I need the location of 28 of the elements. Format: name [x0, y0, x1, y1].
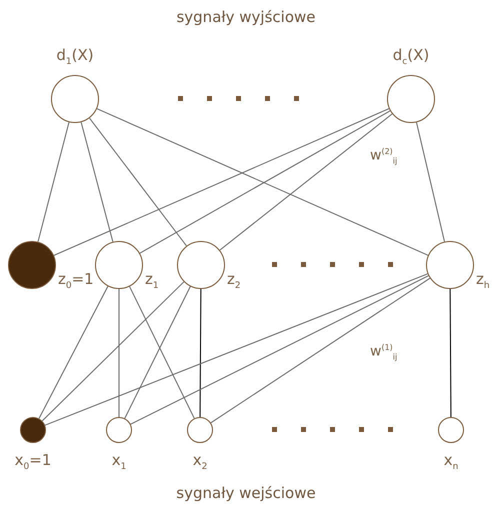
connection-line — [96, 108, 429, 256]
connection-line — [42, 281, 184, 422]
neuron-label: x$_{n}$ — [444, 453, 458, 472]
connection-line — [416, 122, 445, 242]
connection-line — [130, 275, 430, 425]
neuron-label: x$_{0}$=1 — [14, 453, 52, 472]
neuron-label: z$_{h}$ — [476, 272, 490, 291]
connection-line — [200, 288, 202, 418]
neuron-label: z$_{2}$ — [227, 272, 241, 291]
connection-line — [89, 118, 187, 246]
connection-line — [210, 278, 430, 424]
connection-line — [450, 288, 452, 418]
output-signals-heading: sygnały wyjściowe — [175, 8, 317, 26]
connection-line — [44, 273, 428, 426]
neuron-label: z$_{1}$ — [145, 272, 159, 291]
connection-line — [53, 108, 390, 256]
connection-line — [219, 113, 393, 251]
connection-line — [139, 110, 391, 254]
neuron-label: d$_{1}$(X) — [56, 48, 94, 67]
neuron-label: x$_{1}$ — [112, 453, 126, 472]
connection-line — [38, 286, 108, 419]
input-signals-caption: sygnały wejściowe — [175, 484, 317, 502]
connection-line — [118, 288, 120, 418]
connection-line — [80, 122, 114, 242]
neuron-label: z$_{0}$=1 — [58, 272, 94, 291]
connection-line — [38, 122, 70, 242]
neuron-label: x$_{2}$ — [192, 453, 208, 472]
neuron-label: d$_{c}$(X) — [392, 48, 430, 67]
